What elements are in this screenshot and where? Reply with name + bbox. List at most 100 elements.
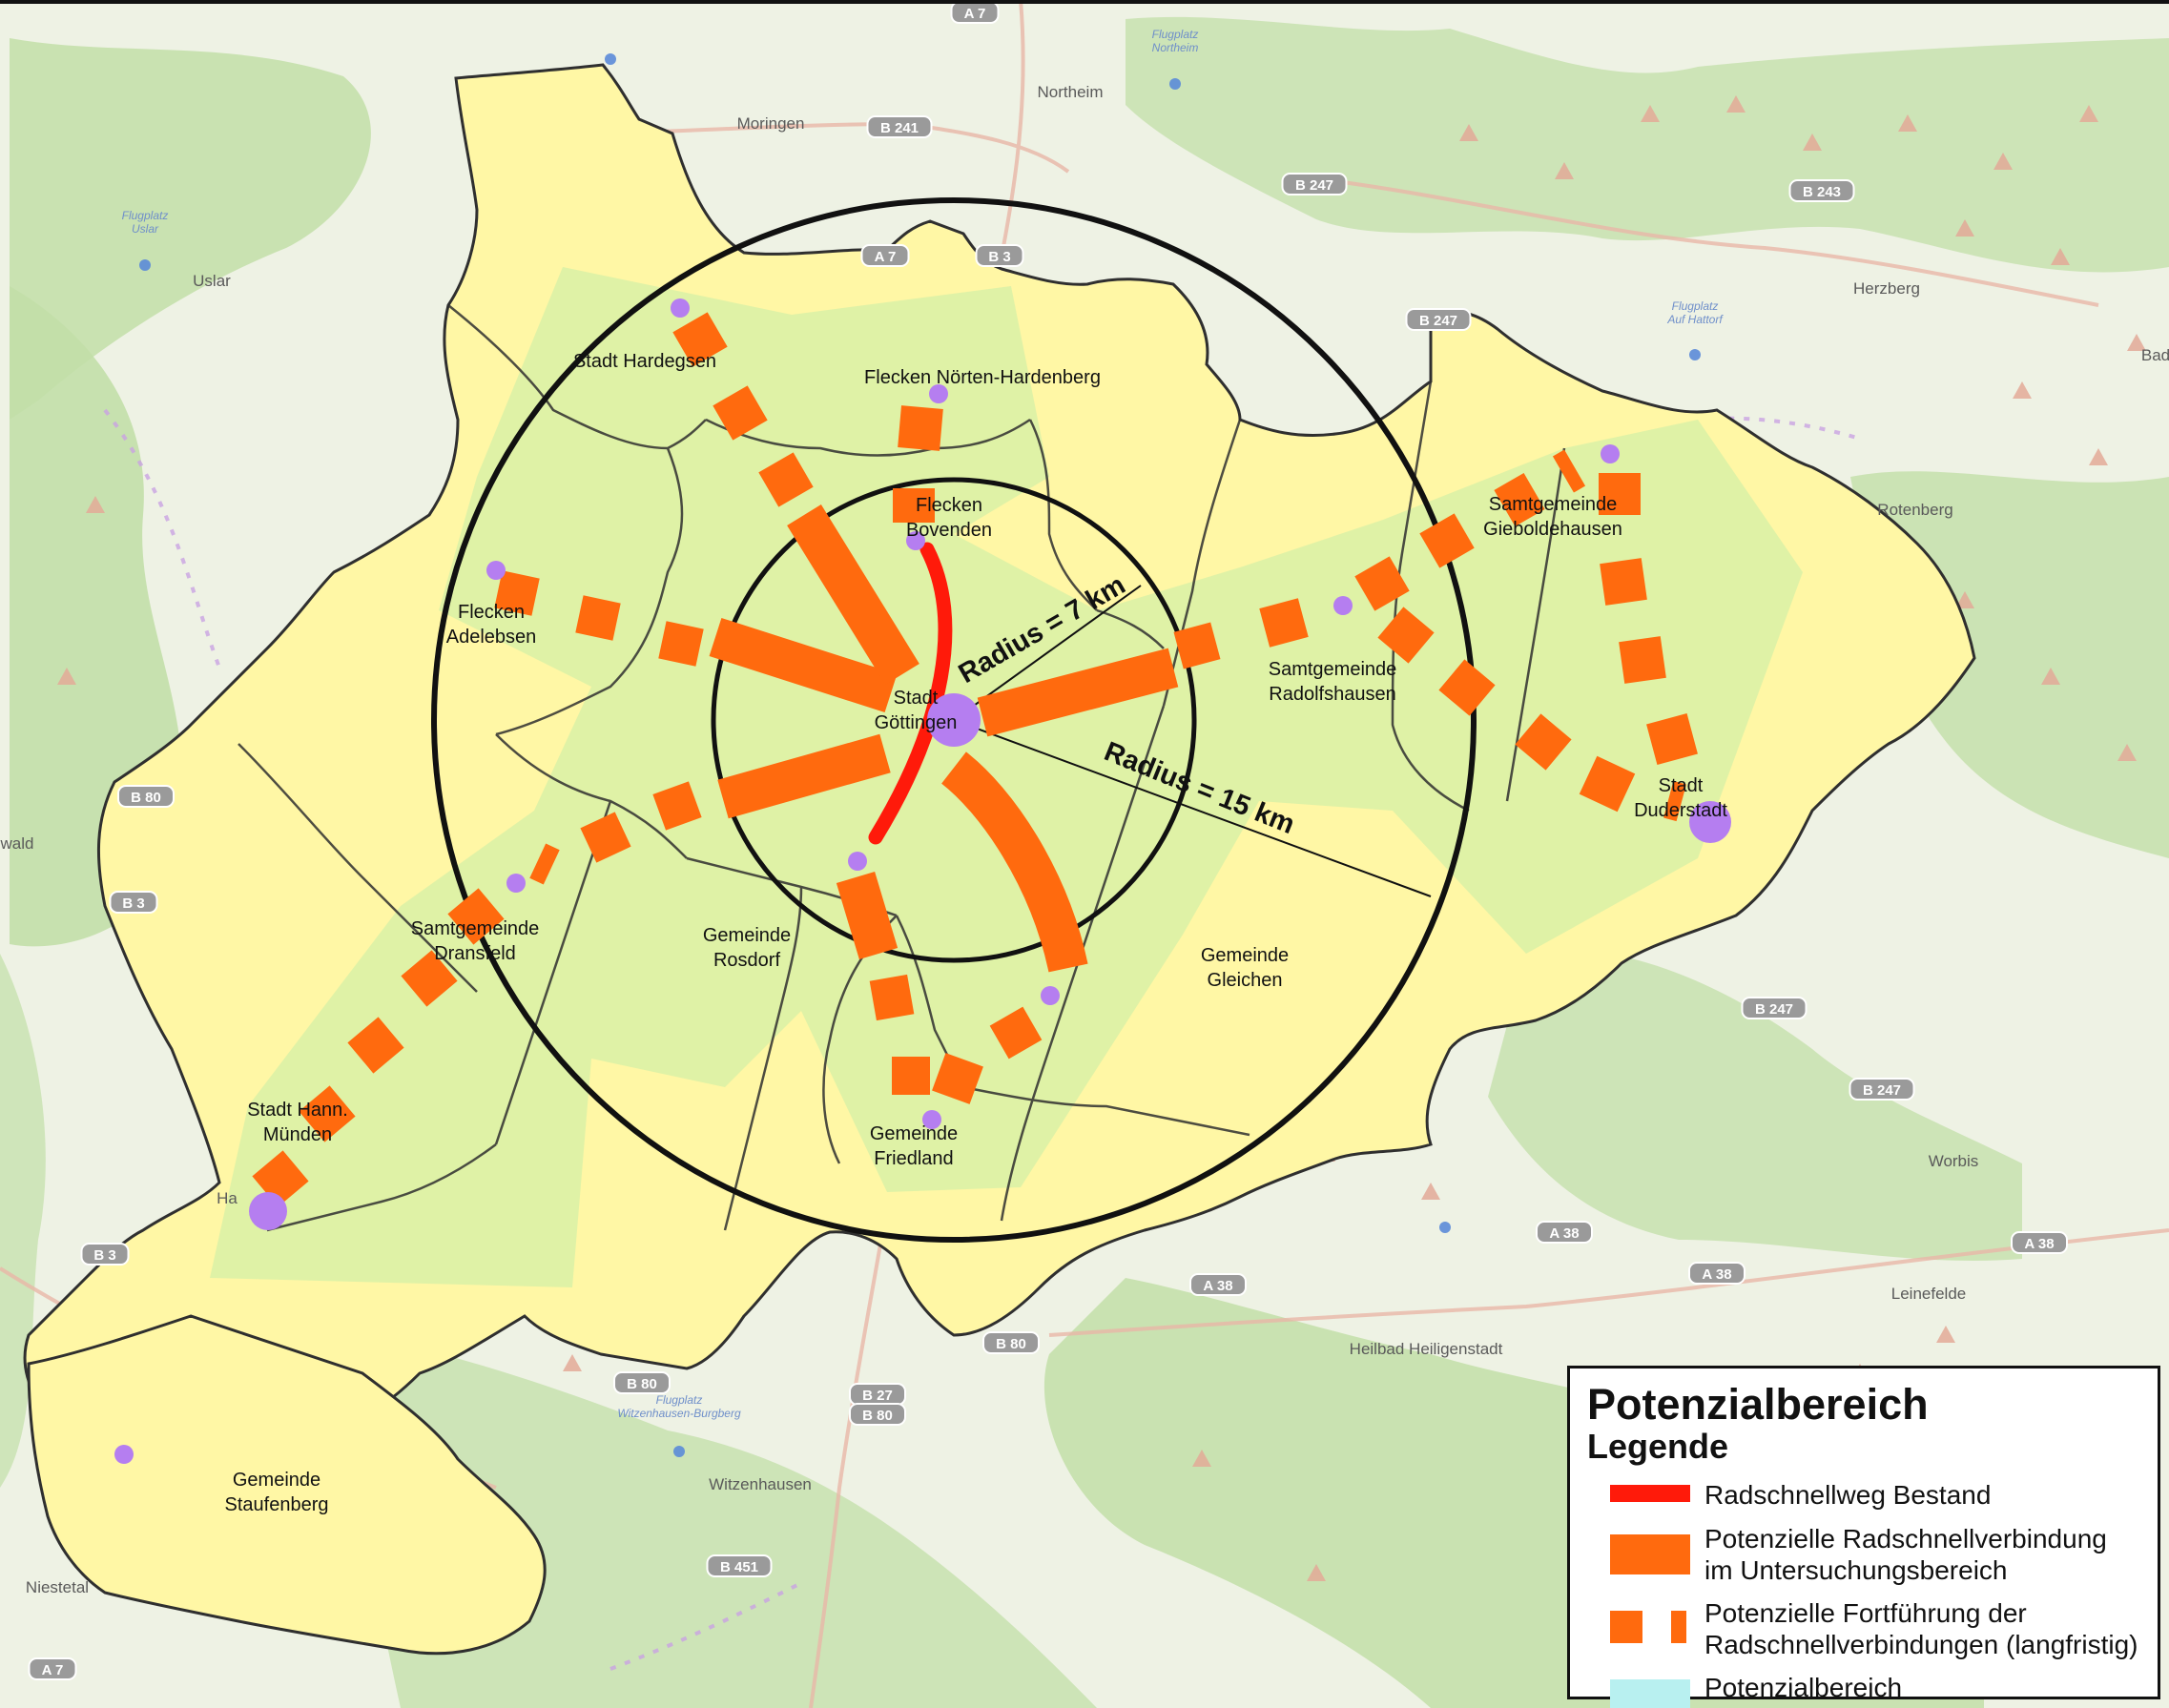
place-label: Uslar [193, 272, 231, 290]
radius-15km-circle [431, 197, 1477, 1243]
road-badge: B 80 [849, 1403, 906, 1426]
road-badge-label: B 243 [1803, 184, 1841, 200]
road-badges: A 7 B 241 B 247 B 243 A 7 B 3 B 247 B 80 B 3 B 24… [28, 1, 2068, 1680]
municipality-label-line: Stadt Hann. [247, 1100, 348, 1121]
legend-swatch [1610, 1611, 1686, 1643]
municipality-label: Flecken Nörten-Hardenberg [864, 367, 1101, 388]
municipality-label-line: Stadt [894, 688, 939, 709]
legend: Potenzialbereich Legende Radschnellweg B… [1567, 1366, 2160, 1708]
municipality-label: Stadt Hann.Münden [247, 1100, 348, 1145]
road-badge: A 7 [950, 1, 1000, 24]
road-badge: B 27 [849, 1383, 906, 1406]
road-badge-label: B 80 [862, 1408, 893, 1424]
legend-item-label-line: Potenzielle Radschnellverbindung [1704, 1524, 2107, 1554]
route-west [709, 618, 898, 712]
airfield-label-line: Flugplatz [656, 1393, 703, 1407]
road-badge: B 247 [1405, 308, 1472, 331]
place-label: Niestetal [26, 1578, 89, 1596]
municipality-label-line: Duderstadt [1634, 800, 1727, 821]
municipality-label-line: Göttingen [875, 712, 958, 733]
municipality-label-line: Gieboldehausen [1483, 519, 1622, 540]
road-badge: B 247 [1849, 1078, 1915, 1101]
airfield-label-line: Flugplatz [1152, 28, 1199, 41]
airfield-label-line: Flugplatz [1672, 299, 1719, 313]
municipality-label-line: Gemeinde [233, 1470, 320, 1491]
municipality-label-line: Gemeinde [703, 925, 791, 946]
road-badge-label: B 80 [627, 1376, 657, 1392]
radius-15km-line [953, 719, 1432, 897]
route-southeast [940, 751, 1088, 973]
road-badge-label: A 38 [2024, 1236, 2054, 1252]
road-badge-label: B 241 [880, 120, 919, 136]
municipality-label-line: Gemeinde [870, 1123, 958, 1144]
place-label: Witzenhausen [709, 1475, 812, 1493]
town-marker-rosdorf [848, 852, 867, 871]
place-label: Rotenberg [1877, 501, 1952, 519]
road-badge-label: B 247 [1755, 1001, 1793, 1018]
radius-7km-circle [711, 477, 1197, 963]
road-badge-label: A 38 [1702, 1266, 1731, 1283]
potential-area [210, 267, 1803, 1287]
road-badge-label: B 247 [1419, 313, 1457, 329]
place-label: Herzberg [1853, 279, 1920, 298]
legend-item: Radschnellweg Bestand [1587, 1479, 2140, 1523]
road-badge-label: A 38 [1549, 1225, 1579, 1242]
road-badge: B 80 [982, 1331, 1040, 1354]
route-east [977, 648, 1179, 737]
town-marker-goettingen [927, 693, 981, 747]
town-marker-hardegsen [671, 298, 690, 318]
route-south [836, 871, 899, 960]
map-frame-top [0, 0, 2169, 4]
town-marker-hann-muenden [249, 1192, 287, 1230]
place-label: Ha [217, 1189, 238, 1207]
road-badge-label: A 7 [875, 249, 897, 265]
road-badge: A 38 [1189, 1273, 1247, 1296]
municipality-label-line: Flecken Nörten-Hardenberg [864, 367, 1101, 388]
municipality-label-line: Stadt Hardegsen [573, 351, 716, 372]
existing-route [868, 542, 953, 845]
road-badge: B 80 [613, 1371, 671, 1394]
road-badge-label: B 3 [93, 1247, 115, 1264]
road-badge: A 7 [28, 1657, 77, 1680]
place-label: Moringen [737, 114, 805, 133]
legend-item-label-line: Radschnellweg Bestand [1704, 1480, 1992, 1510]
potential-routes [709, 504, 1179, 973]
municipality-label-line: Adelebsen [446, 627, 537, 648]
road-badge-label: B 3 [122, 895, 144, 912]
town-marker-noerten-hardenberg [929, 384, 948, 403]
legend-item-label-line: Potenzialbereich [1704, 1673, 1903, 1702]
municipality-label-line: Friedland [874, 1148, 953, 1169]
road-badge: B 80 [117, 785, 175, 808]
municipality-label-line: Bovenden [906, 520, 992, 541]
legend-item-label-line: im Untersuchungsbereich [1704, 1555, 2008, 1585]
place-label: Worbis [1929, 1152, 1979, 1170]
place-label: Bad [2141, 346, 2169, 364]
staufenberg-district-area[interactable] [27, 1314, 547, 1656]
airfield-label-line: Flugplatz [122, 209, 169, 222]
municipality-label-line: Radolfshausen [1269, 684, 1395, 705]
municipality-label-line: Gemeinde [1201, 945, 1289, 966]
place-label: wald [0, 834, 33, 853]
municipality-label-line: Samtgemeinde [411, 918, 540, 939]
town-marker-friedland [922, 1110, 941, 1129]
road-badge-label: B 3 [988, 249, 1010, 265]
legend-subtitle: Legende [1587, 1427, 1729, 1466]
road-badge-label: A 7 [42, 1662, 64, 1678]
legend-item: Potenzialbereich [1587, 1672, 2140, 1708]
road-badge-label: B 80 [996, 1336, 1026, 1352]
